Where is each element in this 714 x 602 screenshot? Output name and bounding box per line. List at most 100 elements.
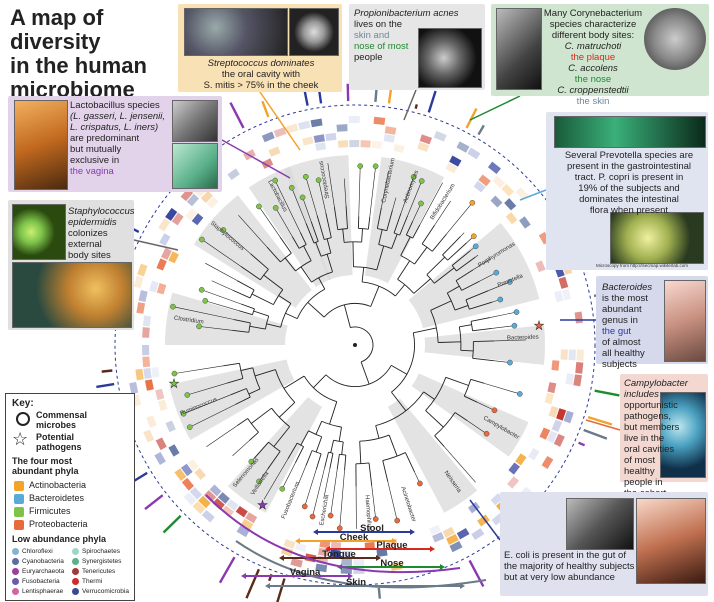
corynebacterium-micrograph — [496, 8, 542, 90]
tree-branch — [316, 215, 325, 240]
clade-wedge — [165, 292, 288, 345]
heatmap-cell — [449, 155, 462, 167]
tree-branch — [421, 243, 433, 252]
heatmap-cell — [154, 451, 166, 465]
tree-branch — [494, 339, 527, 342]
minor-phylum-lentisphaerae: Lentisphaerae — [12, 588, 63, 595]
tree-branch — [233, 319, 251, 324]
minor-phylum-fusobacteria: Fusobacteria — [12, 578, 60, 585]
clade-wedge — [169, 359, 295, 440]
tree-branch — [300, 430, 309, 446]
tree-branch — [438, 341, 461, 343]
tree-branch — [237, 280, 255, 291]
abundance-bar — [587, 416, 613, 426]
heatmap-cell — [138, 290, 148, 302]
staphylococcus-caption: Staphylococcus epidermidis colonizes ext… — [68, 206, 135, 261]
heatmap-cell — [471, 528, 485, 541]
callout-line — [585, 419, 621, 431]
heatmap-cell — [143, 367, 152, 380]
heatmap-cell — [212, 498, 225, 511]
taxon-node — [418, 178, 425, 184]
major-phylum-bacteroidetes: Bacteroidetes — [14, 493, 84, 504]
tree-branch — [460, 349, 474, 352]
heatmap-cell — [194, 467, 207, 481]
tree-branch — [488, 282, 509, 291]
tree-branch — [249, 431, 259, 441]
tree-branch — [315, 436, 323, 453]
taxon-node — [418, 200, 424, 207]
tree-branch — [472, 357, 494, 362]
streptococcus-micrograph — [184, 8, 288, 56]
tree-branch — [397, 279, 415, 294]
tree-branch — [344, 455, 347, 471]
heatmap-cell — [217, 492, 230, 504]
heatmap-cell — [302, 136, 314, 146]
tree-branch — [307, 302, 325, 318]
streptococcus-caption: Streptococcus dominates the oral cavity … — [203, 58, 319, 91]
heatmap-cell — [433, 130, 447, 142]
major-phylum-actinobacteria: Actinobacteria — [14, 480, 86, 491]
tree-branch — [423, 391, 435, 400]
tree-branch — [463, 379, 472, 397]
heatmap-cell — [547, 382, 557, 394]
heatmap-cell — [144, 379, 154, 391]
taxon-node — [511, 322, 518, 329]
heatmap-cell — [384, 126, 397, 135]
title-line: diversity — [10, 29, 101, 54]
heatmap-cell — [273, 127, 287, 138]
heatmap-cell — [445, 162, 458, 174]
heatmap-cell — [142, 356, 151, 368]
lactobacillus-rod-micrograph — [172, 100, 218, 142]
clade-wedge — [424, 325, 545, 365]
tree-branch — [455, 269, 474, 282]
tree-branch — [305, 450, 313, 466]
tree-branch — [266, 246, 281, 263]
heatmap-cell — [563, 410, 574, 424]
arrow-head — [376, 555, 381, 561]
minor-phyla-title: Low abundance phyla — [12, 534, 107, 544]
heatmap-cell — [227, 168, 240, 181]
heatmap-cell — [226, 499, 239, 511]
callout-line — [259, 91, 301, 151]
heatmap-cell — [161, 247, 172, 260]
tree-branch — [447, 285, 460, 294]
tree-branch — [230, 388, 247, 396]
tree-branch — [376, 245, 385, 271]
phylum-swatch — [14, 506, 24, 517]
abundance-bar — [144, 494, 164, 511]
tree-branch — [310, 221, 319, 242]
tree-branch — [360, 361, 370, 385]
site-label-plaque: Plaque — [376, 540, 407, 551]
taxon-node — [513, 309, 520, 315]
heatmap-cell — [240, 518, 254, 531]
heatmap-cell — [142, 315, 152, 327]
abundance-bar — [465, 108, 478, 129]
heatmap-cell — [505, 212, 518, 225]
taxon-node — [309, 513, 316, 520]
tree-branch — [263, 274, 284, 291]
tree-branch — [246, 388, 251, 398]
tree-branch — [336, 454, 340, 470]
heatmap-cell — [376, 548, 388, 557]
heatmap-cell — [449, 541, 463, 553]
abundance-bar — [377, 587, 382, 599]
campylobacter-caption: Campylobacter includes opportunistic pat… — [624, 378, 688, 499]
heatmap-cell — [504, 198, 517, 211]
major-phyla-title: The four most abundant phyla — [12, 456, 79, 476]
heatmap-cell — [285, 123, 299, 134]
staphylococcus-cluster-micrograph — [12, 262, 132, 328]
heatmap-cell — [501, 183, 514, 197]
heatmap-cell — [349, 140, 360, 148]
heatmap-cell — [135, 368, 144, 381]
heatmap-cell — [185, 208, 198, 221]
tree-branch — [284, 257, 296, 272]
taxon-node — [170, 303, 176, 310]
tree-branch — [434, 435, 445, 447]
minor-phylum-spirochaetes: Spirochaetes — [72, 548, 120, 555]
ecoli-micrograph — [566, 498, 634, 550]
tree-branch — [280, 252, 292, 263]
tree-branch — [232, 440, 250, 456]
tree-branch — [313, 241, 319, 244]
minor-phylum-thermi: Thermi — [72, 578, 102, 585]
tree-branch — [442, 254, 448, 261]
